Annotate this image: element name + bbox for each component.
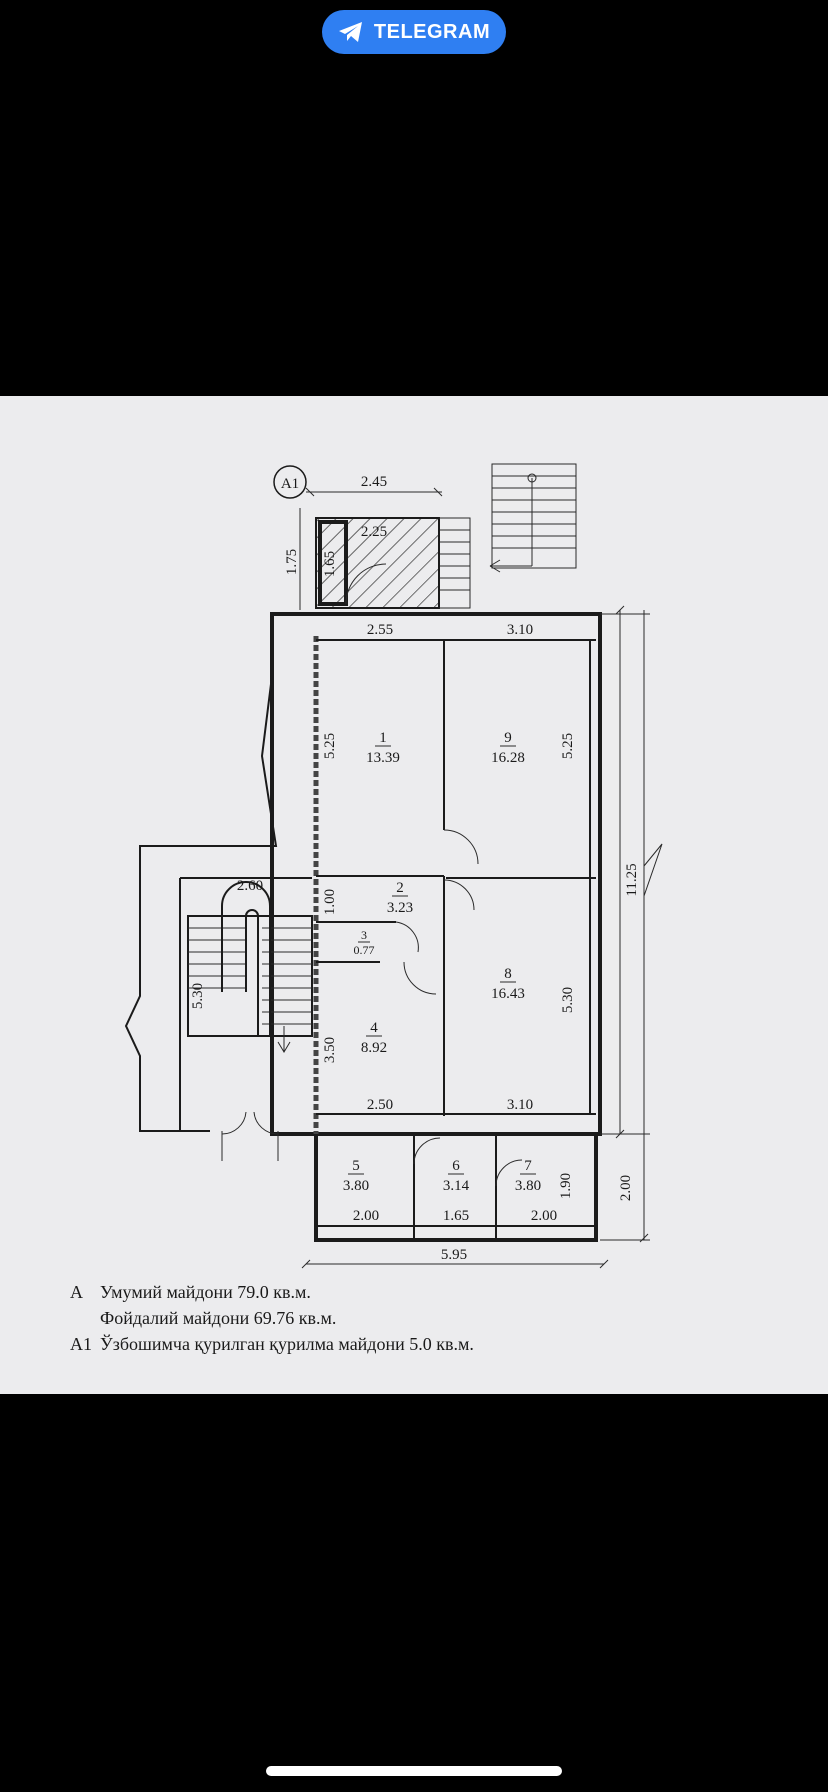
svg-text:16.43: 16.43 <box>491 986 525 1002</box>
dim-total-width: 5.95 <box>441 1247 467 1263</box>
telegram-plane-icon <box>338 22 362 42</box>
room-9-label: 9 16.28 <box>491 730 525 766</box>
dim-room5-bottom: 2.00 <box>353 1208 379 1224</box>
svg-text:3.23: 3.23 <box>387 900 413 916</box>
dim-room7-bottom: 2.00 <box>531 1208 557 1224</box>
dim-room1-height: 5.25 <box>322 733 338 759</box>
svg-text:16.28: 16.28 <box>491 750 525 766</box>
telegram-button[interactable]: TELEGRAM <box>322 10 506 54</box>
room-6-label: 6 3.14 <box>443 1158 470 1194</box>
a1-marker <box>273 465 307 499</box>
entrance-stair-steps <box>492 475 576 549</box>
dim-a1-top: 2.45 <box>361 474 387 490</box>
caption-line-3-prefix: А1 <box>70 1334 92 1354</box>
svg-text:2: 2 <box>396 880 404 896</box>
svg-text:4: 4 <box>370 1020 378 1036</box>
annex-a1 <box>315 517 440 609</box>
telegram-label: TELEGRAM <box>373 20 491 43</box>
a1-marker-label: А1 <box>281 476 299 492</box>
room-4-label: 4 8.92 <box>361 1020 387 1056</box>
dim-room4-height: 3.50 <box>322 1037 338 1063</box>
floor-plan-drawing: А1 2.45 2.25 1.75 1.65 <box>124 463 663 1269</box>
room-7-label: 7 3.80 <box>515 1158 541 1194</box>
floor-plan-photo: А1 2.45 2.25 1.75 1.65 <box>0 396 828 1394</box>
room-3-label: 3 0.77 <box>354 928 375 957</box>
home-indicator[interactable] <box>266 1766 562 1776</box>
dim-room9-top: 3.10 <box>507 622 533 638</box>
svg-text:7: 7 <box>524 1158 532 1174</box>
dim-room8-height: 5.30 <box>560 987 576 1013</box>
dim-a1-left-inner: 1.65 <box>322 551 338 577</box>
svg-text:8.92: 8.92 <box>361 1040 387 1056</box>
dim-total-height: 11.25 <box>624 863 640 896</box>
svg-text:6: 6 <box>452 1158 460 1174</box>
svg-text:3.80: 3.80 <box>343 1178 369 1194</box>
dim-room6-bottom: 1.65 <box>443 1208 469 1224</box>
dim-room4-bottom: 2.50 <box>367 1097 393 1113</box>
dim-room8-bottom: 3.10 <box>507 1097 533 1113</box>
dim-annex-height: 2.00 <box>618 1175 634 1201</box>
svg-text:8: 8 <box>504 966 512 982</box>
dim-a1-left-outer: 1.75 <box>284 549 300 575</box>
dim-stair-height: 5.30 <box>190 983 206 1009</box>
dim-stair-width: 2.60 <box>237 878 263 894</box>
svg-text:0.77: 0.77 <box>354 943 375 957</box>
staircase-steps <box>188 927 312 1025</box>
svg-text:3: 3 <box>361 928 367 942</box>
room-1-label: 1 13.39 <box>366 730 400 766</box>
svg-text:5: 5 <box>352 1158 360 1174</box>
dim-room7-height: 1.90 <box>558 1173 574 1199</box>
room-5-label: 5 3.80 <box>343 1158 369 1194</box>
annex-stair-steps <box>440 529 470 591</box>
svg-text:9: 9 <box>504 730 512 746</box>
svg-text:13.39: 13.39 <box>366 750 400 766</box>
svg-text:3.80: 3.80 <box>515 1178 541 1194</box>
svg-text:3.14: 3.14 <box>443 1178 470 1194</box>
dim-room2-height: 1.00 <box>322 889 338 915</box>
svg-text:1: 1 <box>379 730 387 746</box>
room-8-label: 8 16.43 <box>491 966 525 1002</box>
caption-line-1-prefix: А <box>70 1282 83 1302</box>
dim-room1-top: 2.55 <box>367 622 393 638</box>
dim-room9-height: 5.25 <box>560 733 576 759</box>
room-2-label: 2 3.23 <box>387 880 413 916</box>
caption-line-2: Фойдалий майдони 69.76 кв.м. <box>100 1308 337 1328</box>
dim-a1-inner: 2.25 <box>361 524 387 540</box>
